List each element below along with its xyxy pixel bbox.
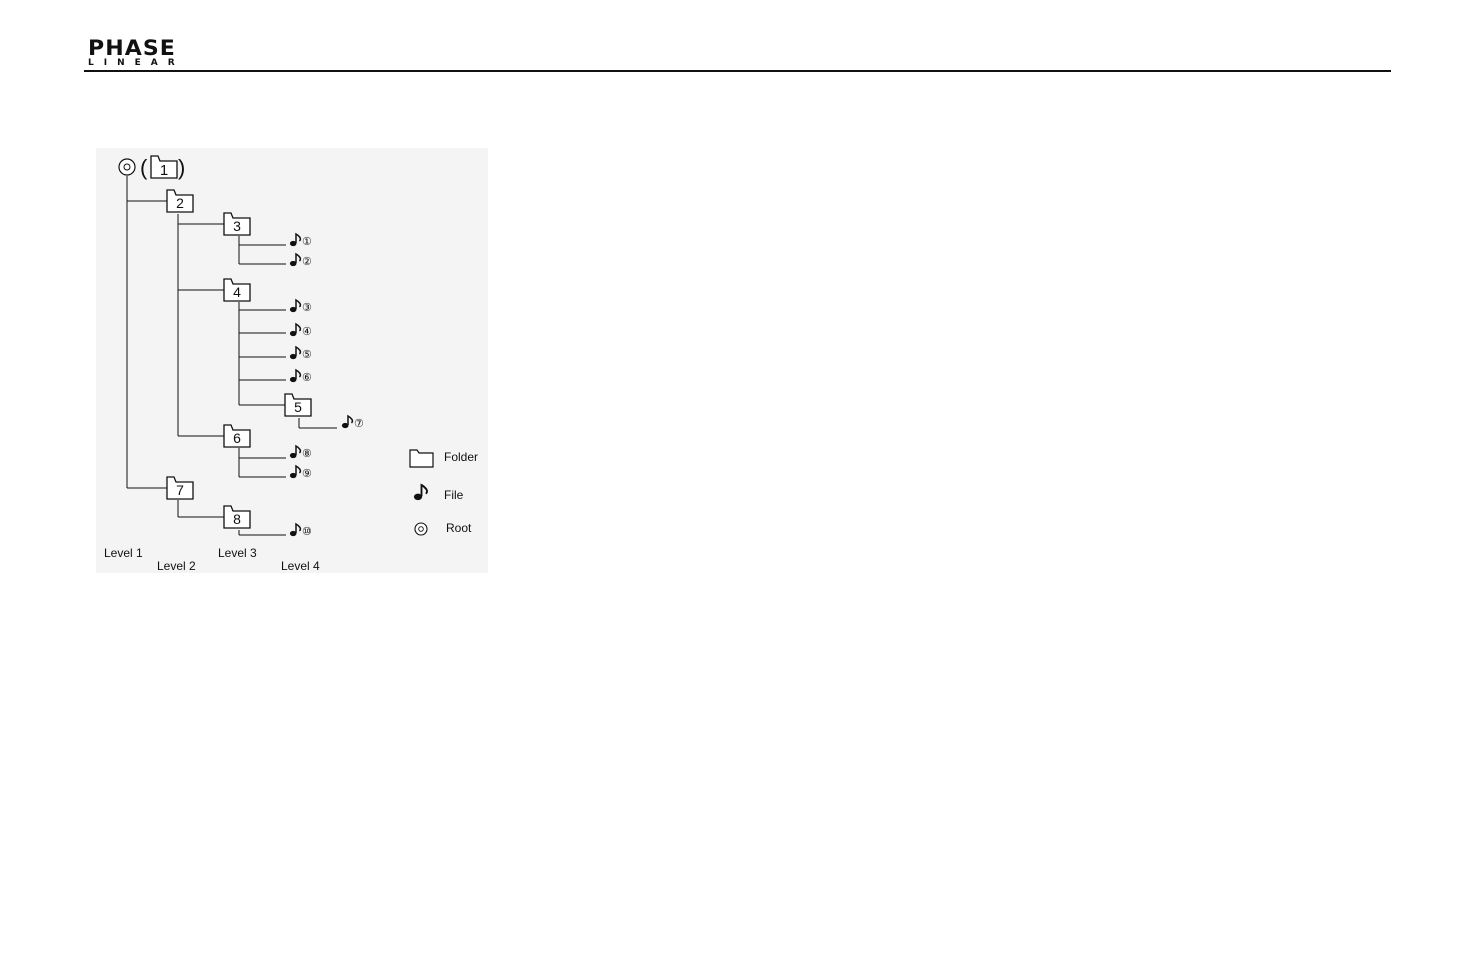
folder-label: 6 <box>233 430 241 446</box>
file-node-4: ④ <box>289 323 312 338</box>
root-paren-close: ) <box>178 155 185 180</box>
file-number: ② <box>302 256 312 268</box>
folder-label: 7 <box>176 482 184 498</box>
legend-root-label: Root <box>446 521 472 535</box>
folder-node-4: 4 <box>223 278 251 302</box>
folder-node-3: 3 <box>223 212 251 236</box>
level-2-label: Level 2 <box>157 559 196 573</box>
folder-label: 2 <box>176 195 184 211</box>
file-node-6: ⑥ <box>289 369 312 384</box>
brand-logo: PHASE LINEAR <box>88 38 198 70</box>
folder-label: 3 <box>233 218 241 234</box>
note-icon <box>289 233 302 247</box>
legend-file-label: File <box>444 488 464 502</box>
root-paren-open: ( <box>140 155 148 180</box>
folder-node-2: 2 <box>166 189 194 213</box>
folder-node-5: 5 <box>284 393 312 417</box>
file-number: ④ <box>302 326 312 338</box>
legend-folder-label: Folder <box>444 450 478 464</box>
file-node-1: ① <box>289 233 312 248</box>
level-3-label: Level 3 <box>218 546 257 560</box>
folder-label: 4 <box>233 284 241 300</box>
file-number: ③ <box>302 302 312 314</box>
file-number: ① <box>302 236 312 248</box>
folder-label: 5 <box>294 399 302 415</box>
folder-node-6: 6 <box>223 424 251 448</box>
root-disc-icon <box>118 158 136 176</box>
file-node-5: ⑤ <box>289 346 312 361</box>
level-1-label: Level 1 <box>104 546 143 560</box>
folder-node-7: 7 <box>166 476 194 500</box>
file-node-10: ⑩ <box>289 523 312 538</box>
legend: Folder File Root <box>409 449 478 536</box>
files-group: ① ② ③ ④ ⑤ ⑥ ⑦ ⑧ ⑨ ⑩ <box>289 233 364 538</box>
header-rule <box>84 70 1391 72</box>
page-header: PHASE LINEAR <box>0 0 1475 80</box>
root-folder-label: 1 <box>160 162 168 179</box>
file-number: ⑧ <box>302 448 312 460</box>
logo-bottom-text: LINEAR <box>88 58 185 68</box>
legend-folder-icon <box>409 449 434 468</box>
note-icon <box>289 299 302 313</box>
file-number: ⑨ <box>302 468 312 480</box>
note-icon <box>341 415 354 429</box>
folder-label: 8 <box>233 511 241 527</box>
legend-note-icon <box>412 484 428 502</box>
file-number: ⑩ <box>302 526 312 538</box>
level-4-label: Level 4 <box>281 559 320 573</box>
folder-node-8: 8 <box>223 505 251 529</box>
file-node-8: ⑧ <box>289 445 312 460</box>
note-icon <box>289 445 302 459</box>
note-icon <box>289 369 302 383</box>
file-node-9: ⑨ <box>289 465 312 480</box>
file-node-3: ③ <box>289 299 312 314</box>
file-number: ⑦ <box>354 418 364 430</box>
note-icon <box>289 346 302 360</box>
folder-tree-diagram: ( 1 ) 2 3 4 5 6 7 8 ① ② ③ ④ ⑤ ⑥ ⑦ ⑧ ⑨ ⑩ Level 1 Level 2… <box>96 148 488 573</box>
note-icon <box>289 323 302 337</box>
note-icon <box>289 465 302 479</box>
file-node-7: ⑦ <box>341 415 364 430</box>
folders-group: 2 3 4 5 6 7 8 <box>166 189 312 529</box>
tree-connectors <box>126 176 337 536</box>
note-icon <box>289 253 302 267</box>
file-node-2: ② <box>289 253 312 268</box>
file-number: ⑥ <box>302 372 312 384</box>
note-icon <box>289 523 302 537</box>
legend-root-icon <box>414 522 428 536</box>
file-number: ⑤ <box>302 349 312 361</box>
logo-top-text: PHASE <box>88 36 176 60</box>
folder-tree-svg: ( 1 ) 2 3 4 5 6 7 8 ① ② ③ ④ ⑤ ⑥ ⑦ ⑧ ⑨ ⑩ Level 1 Level 2… <box>104 155 478 573</box>
